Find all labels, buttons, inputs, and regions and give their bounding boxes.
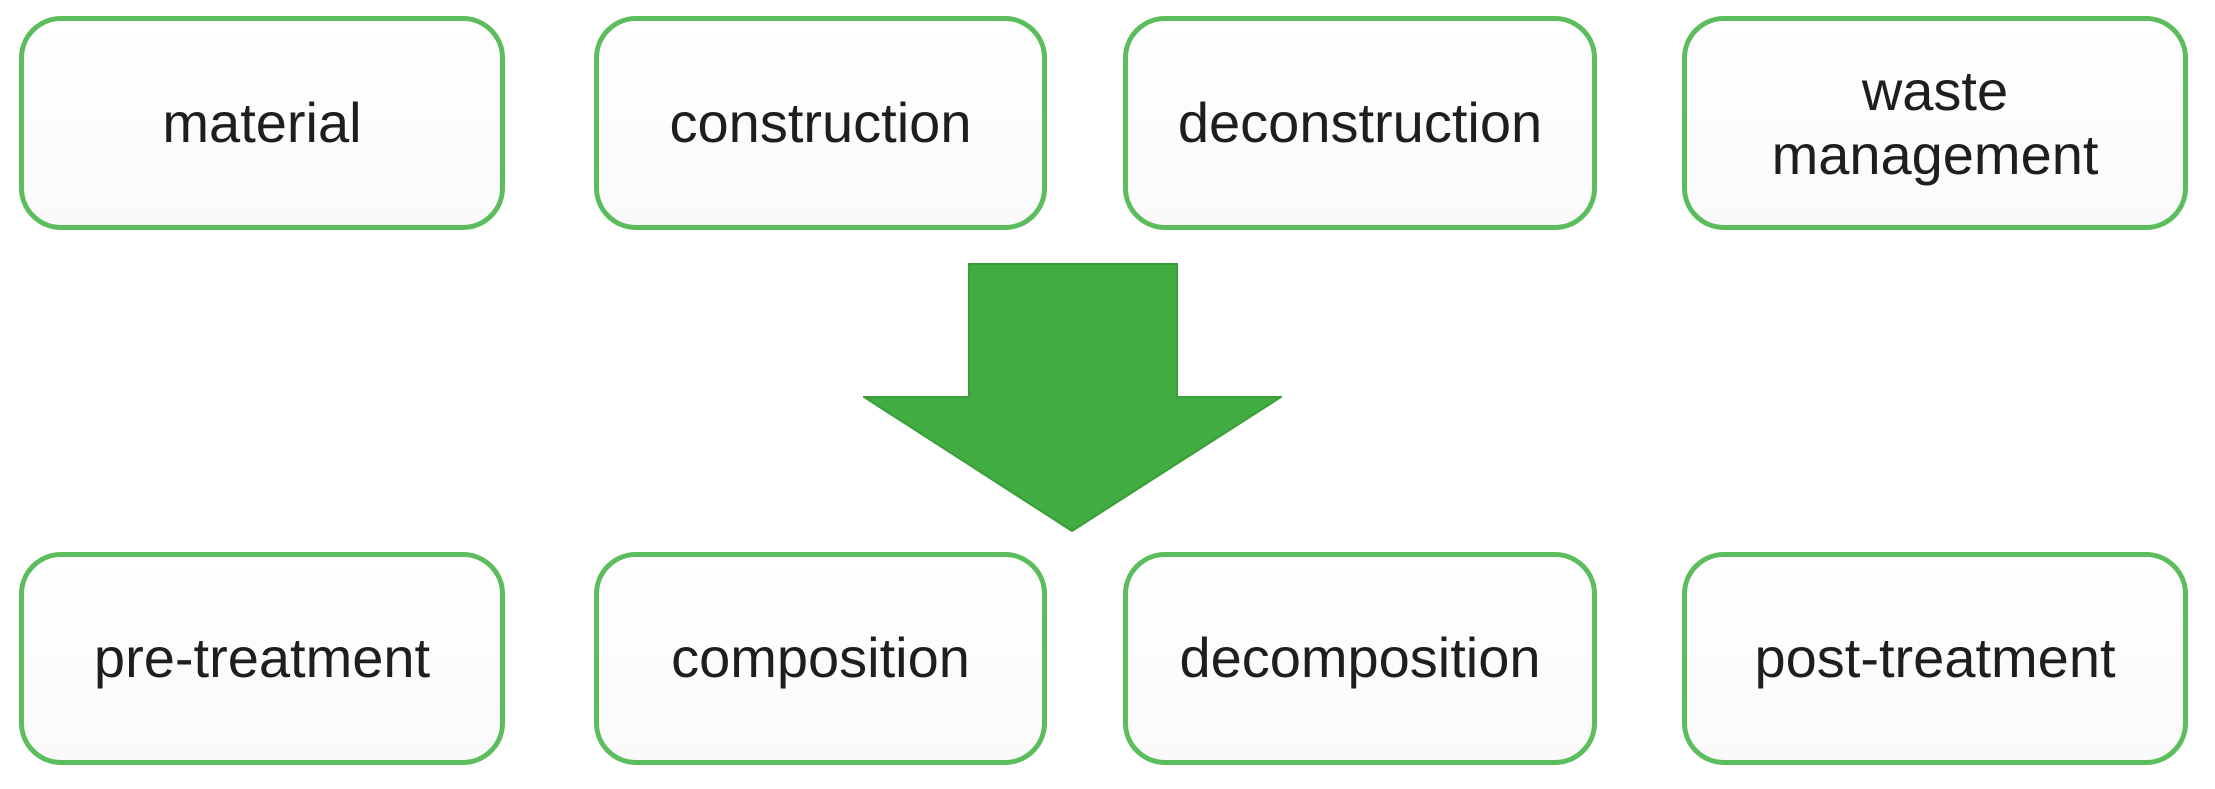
box-post-treatment: post-treatment <box>1682 552 2188 765</box>
box-post-treatment-label: post-treatment <box>1754 626 2116 690</box>
down-arrow-icon <box>863 263 1282 532</box>
box-pre-treatment-label: pre-treatment <box>93 626 431 690</box>
box-material: material <box>19 16 505 230</box>
box-material-label: material <box>162 90 362 154</box>
box-composition: composition <box>594 552 1047 765</box>
box-waste-management-label: waste management <box>1771 58 2099 186</box>
box-deconstruction-label: deconstruction <box>1177 90 1543 154</box>
box-construction-label: construction <box>669 90 972 154</box>
box-deconstruction: deconstruction <box>1123 16 1597 230</box>
box-decomposition-label: decomposition <box>1179 626 1541 690</box>
box-composition-label: composition <box>671 626 970 690</box>
box-pre-treatment: pre-treatment <box>19 552 505 765</box>
box-construction: construction <box>594 16 1047 230</box>
box-decomposition: decomposition <box>1123 552 1597 765</box>
box-waste-management: waste management <box>1682 16 2188 230</box>
